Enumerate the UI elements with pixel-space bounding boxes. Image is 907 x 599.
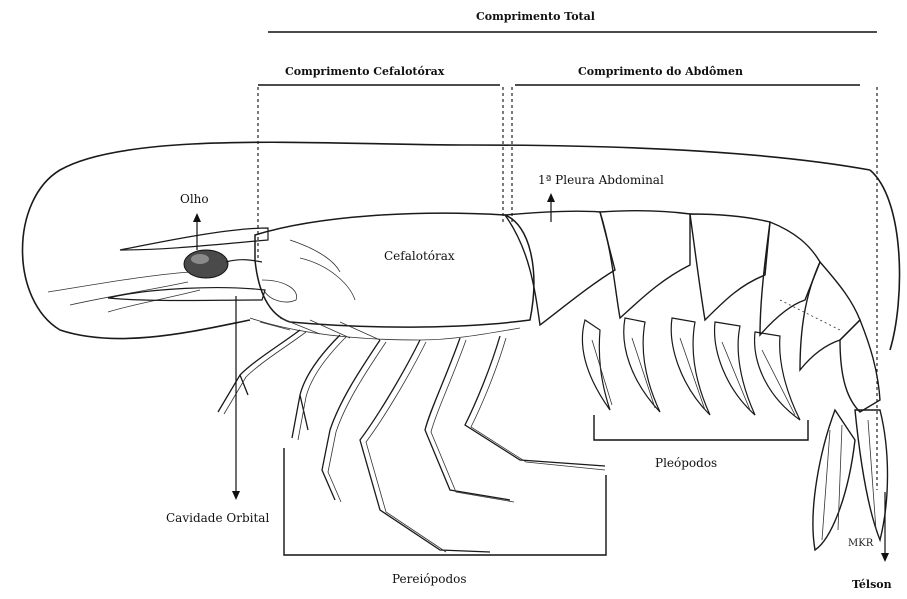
abdomen-length-label: Comprimento do Abdômen <box>578 65 743 79</box>
rostrum <box>120 228 268 250</box>
pereiopods-label: Pereiópodos <box>392 572 467 586</box>
total-length-label: Comprimento Total <box>476 10 595 24</box>
eye-highlight <box>191 254 209 264</box>
first-pleura-label: 1ª Pleura Abdominal <box>538 173 664 187</box>
tail-fan: MKR <box>813 410 888 550</box>
eye-globe <box>184 250 228 278</box>
pleopods-label: Pleópodos <box>655 456 717 470</box>
tail-outline <box>870 170 900 350</box>
arrow-up-icon <box>547 193 555 202</box>
eye-pointer <box>193 213 201 250</box>
telson-label: Télson <box>852 578 892 592</box>
orbital-cavity-label: Cavidade Orbital <box>166 511 269 525</box>
arrow-down-icon <box>232 491 240 500</box>
carapace-groove-2 <box>290 240 340 272</box>
pereiopods <box>218 330 605 552</box>
abdomen-segments <box>505 211 880 412</box>
cephalothorax-length-label: Comprimento Cefalotórax <box>285 65 444 79</box>
pleopods <box>582 318 800 420</box>
arrow-up-icon <box>193 213 201 222</box>
eye-stalk <box>226 260 262 262</box>
antennal-scale <box>108 288 265 301</box>
pleura-pointer <box>547 193 555 222</box>
carapace <box>255 213 534 327</box>
arrow-down-icon <box>881 553 889 562</box>
pleopods-bracket <box>594 415 808 440</box>
gill-hatching <box>260 318 380 340</box>
orbital-rim <box>262 280 297 302</box>
pereiopods-bracket <box>284 448 606 555</box>
antennule <box>108 290 200 312</box>
carapace-groove <box>300 258 355 300</box>
eye-label: Olho <box>180 192 209 206</box>
cephalothorax-label: Cefalotórax <box>384 249 455 263</box>
body-outline <box>23 142 871 338</box>
artist-signature: MKR <box>848 538 874 549</box>
